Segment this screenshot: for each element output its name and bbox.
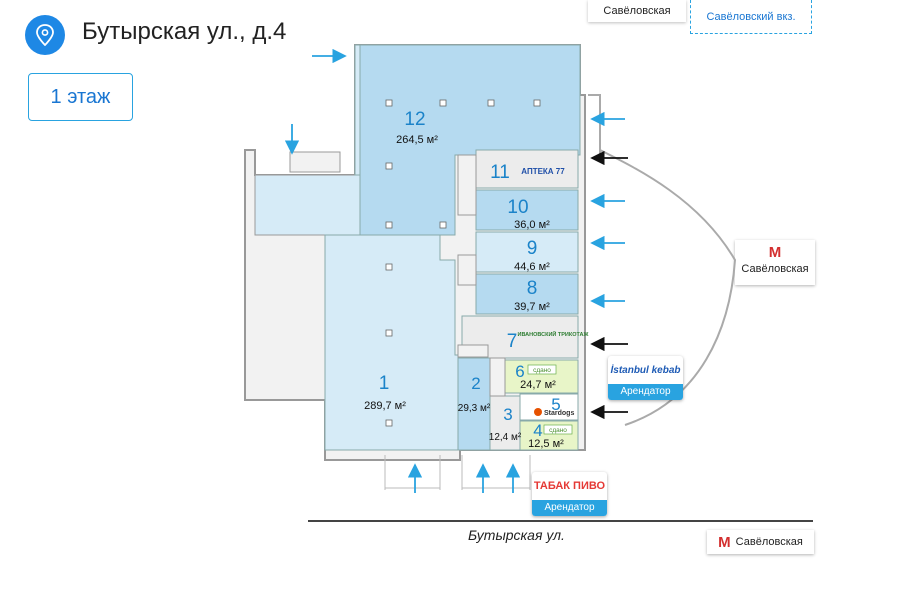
svg-text:сдано: сдано bbox=[549, 427, 567, 434]
room-area: 36,0 м² bbox=[514, 219, 550, 231]
room-area: 39,7 м² bbox=[514, 301, 550, 313]
floor-button[interactable]: 1 этаж bbox=[28, 73, 133, 121]
metro-label-bottom: М Савёловская bbox=[707, 530, 814, 554]
room-2[interactable] bbox=[457, 357, 491, 451]
stardogs-icon bbox=[534, 408, 542, 416]
location-pin-icon bbox=[25, 15, 65, 55]
tech-room bbox=[457, 254, 477, 286]
tech-room bbox=[457, 154, 477, 216]
tenant-logo-trikotazh: ИВАНОВСКИЙ ТРИКОТАЖ bbox=[518, 330, 589, 338]
street-label: Бутырская ул. bbox=[468, 527, 565, 543]
room-number: 9 bbox=[527, 238, 538, 259]
metro-label-right: М Савёловская bbox=[735, 240, 815, 285]
room-area: 264,5 м² bbox=[396, 134, 438, 146]
map-label-station: Савёловская bbox=[588, 0, 686, 22]
room-number: 7 bbox=[507, 331, 518, 352]
street-line bbox=[308, 520, 813, 522]
room-number: 1 bbox=[379, 373, 390, 394]
room-number: 4 bbox=[533, 421, 542, 440]
room-number: 11 bbox=[490, 162, 510, 183]
room-3[interactable] bbox=[489, 395, 521, 451]
room-11[interactable] bbox=[475, 149, 579, 189]
room-number: 12 bbox=[404, 109, 425, 130]
room-number: 10 bbox=[507, 197, 528, 218]
room-number: 3 bbox=[503, 405, 512, 424]
room-number: 2 bbox=[471, 374, 480, 393]
room-area: 289,7 м² bbox=[364, 400, 406, 412]
room-number: 6 bbox=[515, 362, 524, 381]
rented-tag bbox=[543, 424, 573, 435]
room-area: 44,6 м² bbox=[514, 261, 550, 273]
tech-room bbox=[289, 151, 341, 173]
room-area: 29,3 м² bbox=[458, 403, 491, 414]
room-8[interactable] bbox=[475, 273, 579, 315]
room-9[interactable] bbox=[475, 231, 579, 273]
metro-icon: М bbox=[768, 244, 782, 261]
map-label-vokzal: Савёловский вкз. bbox=[690, 0, 812, 34]
tenant-badge-kebab[interactable]: İstanbul kebab Арендатор bbox=[608, 356, 683, 400]
room-7[interactable] bbox=[461, 315, 579, 359]
tenant-logo-apteka: АПТЕКА 77 bbox=[521, 167, 565, 176]
room-vestibule[interactable] bbox=[254, 174, 361, 236]
page-title: Бутырская ул., д.4 bbox=[82, 18, 287, 45]
tenant-logo-stardogs: Stardogs bbox=[544, 410, 574, 417]
room-12[interactable] bbox=[359, 44, 581, 236]
svg-text:сдано: сдано bbox=[533, 367, 551, 374]
tech-room bbox=[457, 344, 489, 358]
tech-room bbox=[489, 357, 506, 397]
room-area: 24,7 м² bbox=[520, 379, 556, 391]
tenant-badge-tabak[interactable]: ТАБАК ПИВО Арендатор bbox=[532, 472, 607, 516]
metro-icon: М bbox=[718, 533, 731, 551]
room-area: 12,4 м² bbox=[489, 432, 522, 443]
room-number: 8 bbox=[527, 278, 538, 299]
rented-tag bbox=[527, 364, 557, 375]
room-10[interactable] bbox=[475, 189, 579, 231]
room-number: 5 bbox=[551, 395, 560, 414]
room-area: 12,5 м² bbox=[528, 438, 564, 450]
